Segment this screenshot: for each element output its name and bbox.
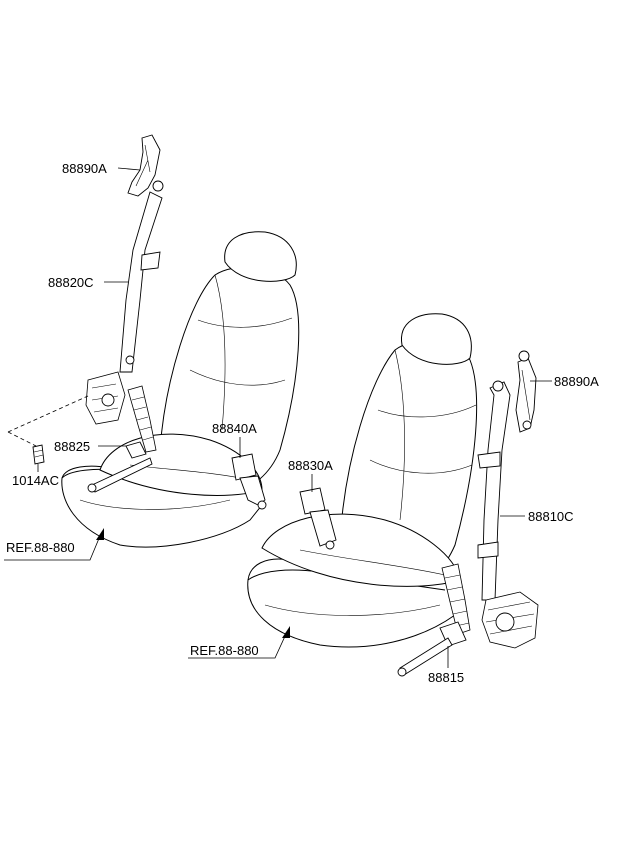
ref-label-right: REF.88-880 xyxy=(190,643,259,658)
right-lower-anchor xyxy=(397,563,471,677)
leader-lines xyxy=(4,167,552,668)
label-88890A-left: 88890A xyxy=(62,161,107,176)
label-88840A: 88840A xyxy=(212,421,257,436)
left-buckle xyxy=(231,453,267,510)
right-belt-webbing xyxy=(477,380,539,649)
right-buckle xyxy=(299,487,337,550)
label-88890A-right: 88890A xyxy=(554,374,599,389)
label-88810C: 88810C xyxy=(528,509,574,524)
ref-label-left: REF.88-880 xyxy=(6,540,75,555)
left-belt-webbing xyxy=(85,191,163,425)
label-88825: 88825 xyxy=(54,439,90,454)
label-88815: 88815 xyxy=(428,670,464,685)
left-lower-anchor xyxy=(87,385,157,493)
right-height-adjuster xyxy=(515,350,537,433)
label-88820C: 88820C xyxy=(48,275,94,290)
right-seat xyxy=(247,313,478,648)
left-height-adjuster xyxy=(127,134,164,197)
bolt-1014AC xyxy=(32,444,45,465)
label-88830A: 88830A xyxy=(288,458,333,473)
label-1014AC: 1014AC xyxy=(12,473,59,488)
